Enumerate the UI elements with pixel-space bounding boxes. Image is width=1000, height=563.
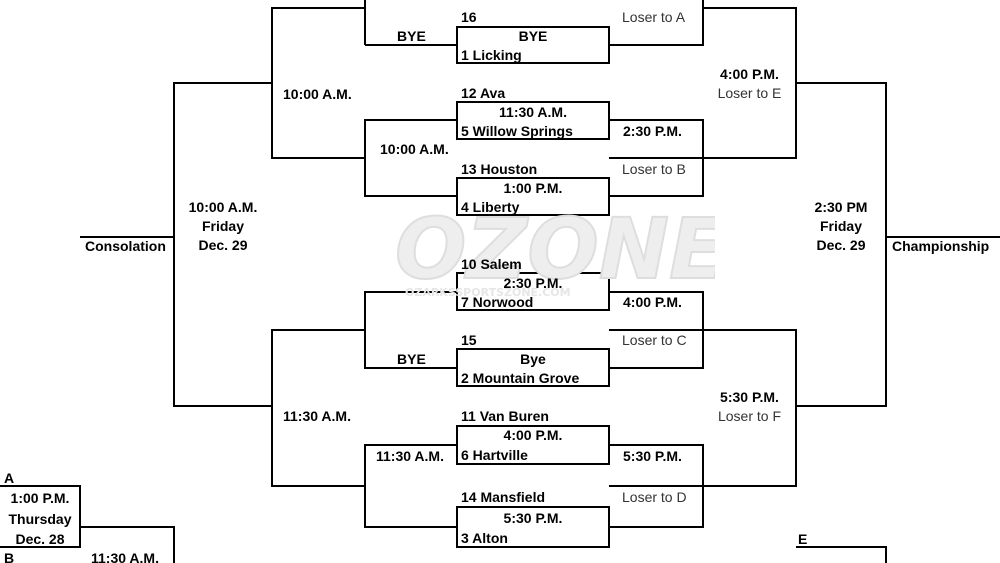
consolation-day: Friday xyxy=(201,218,244,234)
winners-round-1-lines xyxy=(609,0,704,528)
winners-r1-note-1: Loser to A xyxy=(622,9,686,25)
game7-top-seed: 14 Mansfield xyxy=(461,489,546,505)
game6-time: 4:00 P.M. xyxy=(503,427,563,443)
losers-r1-label-2: 10:00 A.M. xyxy=(380,141,449,157)
winners-r2-note-1: Loser to E xyxy=(717,85,782,101)
winners-r2-note-2: Loser to F xyxy=(717,408,782,424)
game-box-7 xyxy=(456,506,610,548)
losers-r2-label-1: 10:00 A.M. xyxy=(283,86,352,102)
game5-top-seed: 15 xyxy=(461,332,477,348)
consolation-time: 10:00 A.M. xyxy=(188,199,258,215)
game-box-5 xyxy=(456,348,610,387)
game2-time: 11:30 A.M. xyxy=(499,104,567,120)
bottom-left-date: Dec. 28 xyxy=(15,531,65,547)
consolation-label: Consolation xyxy=(85,238,166,254)
championship-date: Dec. 29 xyxy=(816,237,866,253)
winners-r1-note-4: Loser to D xyxy=(622,489,687,505)
losers-r1-label-1: BYE xyxy=(397,28,426,44)
game6-top-seed: 11 Van Buren xyxy=(461,408,549,424)
game4-bottom-seed: 7 Norwood xyxy=(461,294,534,310)
bottom-right-lines xyxy=(796,546,887,563)
losers-r1-label-3: BYE xyxy=(397,351,426,367)
winners-r2-time-2: 5:30 P.M. xyxy=(720,389,779,405)
game3-top-seed: 13 Houston xyxy=(461,161,538,177)
game5-bottom-seed: 2 Mountain Grove xyxy=(461,370,580,386)
winners-r1-time-4: 5:30 P.M. xyxy=(623,448,682,464)
game3-time: 1:00 P.M. xyxy=(503,180,563,196)
bracket-tag-a: A xyxy=(4,470,15,486)
championship-lines xyxy=(796,82,1000,407)
bottom-left-day: Thursday xyxy=(8,511,72,527)
bracket-tag-e: E xyxy=(798,531,808,547)
watermark-logo-text: OZONE xyxy=(395,200,715,298)
championship-time: 2:30 PM xyxy=(814,199,868,215)
game1-top-seed: 16 xyxy=(461,9,477,25)
winners-r1-note-2: Loser to B xyxy=(622,161,686,177)
championship-label: Championship xyxy=(892,238,990,254)
consolation-lines xyxy=(80,82,272,407)
bottom-left-next-time: 11:30 A.M. xyxy=(91,550,159,563)
bottom-left-lines xyxy=(0,485,175,563)
losers-r2-label-2: 11:30 A.M. xyxy=(283,408,351,424)
watermark-logo: OZONE OZARKSSPORTSZONE.COM xyxy=(394,200,715,299)
consolation-date: Dec. 29 xyxy=(198,237,248,253)
game6-bottom-seed: 6 Hartville xyxy=(461,447,528,463)
game2-top-seed: 12 Ava xyxy=(461,85,506,101)
game1-bottom-seed: 1 Licking xyxy=(461,47,522,63)
bottom-left-time: 1:00 P.M. xyxy=(10,490,70,506)
winners-r1-time-3: 4:00 P.M. xyxy=(623,294,682,310)
losers-r1-label-4: 11:30 A.M. xyxy=(376,448,444,464)
bracket-tag-b: B xyxy=(4,550,15,563)
game2-bottom-seed: 5 Willow Springs xyxy=(461,123,573,139)
championship-day: Friday xyxy=(819,218,862,234)
winners-r2-time-1: 4:00 P.M. xyxy=(720,66,779,82)
winners-r1-note-3: Loser to C xyxy=(622,332,687,348)
game1-time: BYE xyxy=(518,28,548,44)
winners-r1-time-2: 2:30 P.M. xyxy=(623,123,682,139)
game4-time: 2:30 P.M. xyxy=(503,275,563,291)
game7-bottom-seed: 3 Alton xyxy=(461,530,508,546)
watermark-subtitle: OZARKSSPORTSZONE.COM xyxy=(405,286,571,299)
game4-top-seed: 10 Salem xyxy=(461,256,522,272)
game3-bottom-seed: 4 Liberty xyxy=(461,199,520,215)
game-box-2 xyxy=(456,101,610,140)
game-box-3 xyxy=(456,177,610,216)
game5-time: Bye xyxy=(520,351,546,367)
game7-time: 5:30 P.M. xyxy=(503,510,563,526)
